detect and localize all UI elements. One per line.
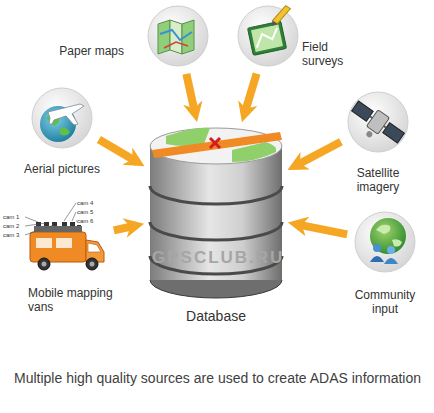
camera-label: cam 6 [77, 217, 93, 225]
community-icon [370, 218, 406, 264]
source-node: Field surveys [238, 6, 298, 66]
camera-label: cam 5 [77, 208, 93, 216]
camera-label: cam 2 [3, 222, 19, 230]
source-node: Paper maps [148, 6, 208, 66]
satellite-icon [345, 98, 407, 153]
caption: Multiple high quality sources are used t… [14, 369, 424, 387]
flow-arrow [296, 224, 347, 234]
node-label: Database [148, 308, 284, 324]
camera-label: cam 1 [3, 213, 19, 221]
flow-arrow [244, 74, 256, 115]
node-label: Field surveys [302, 40, 364, 68]
node-label: Paper maps [34, 44, 124, 58]
node-label: Mobile mapping vans [28, 286, 114, 314]
camera-label: cam 4 [77, 199, 93, 207]
source-node: Community input [355, 212, 415, 272]
node-label: Satellite imagery [336, 166, 420, 194]
camera-label: cam 3 [3, 231, 19, 239]
database-cylinder [150, 128, 282, 298]
flow-arrow [114, 225, 136, 230]
source-node: Aerial pictures [32, 88, 92, 148]
source-node: Satellite imagery [348, 92, 408, 152]
mapping-van-icon [25, 203, 104, 270]
flow-arrow [186, 74, 195, 114]
flow-arrow [295, 142, 341, 167]
flow-arrow [99, 140, 138, 163]
aerial-icon [40, 104, 84, 142]
node-label: Aerial pictures [20, 162, 104, 176]
node-label: Community input [341, 288, 429, 316]
paper-map-icon [158, 20, 194, 54]
watermark: GPSCLUB.RU [152, 248, 284, 267]
field-survey-icon [245, 5, 299, 56]
